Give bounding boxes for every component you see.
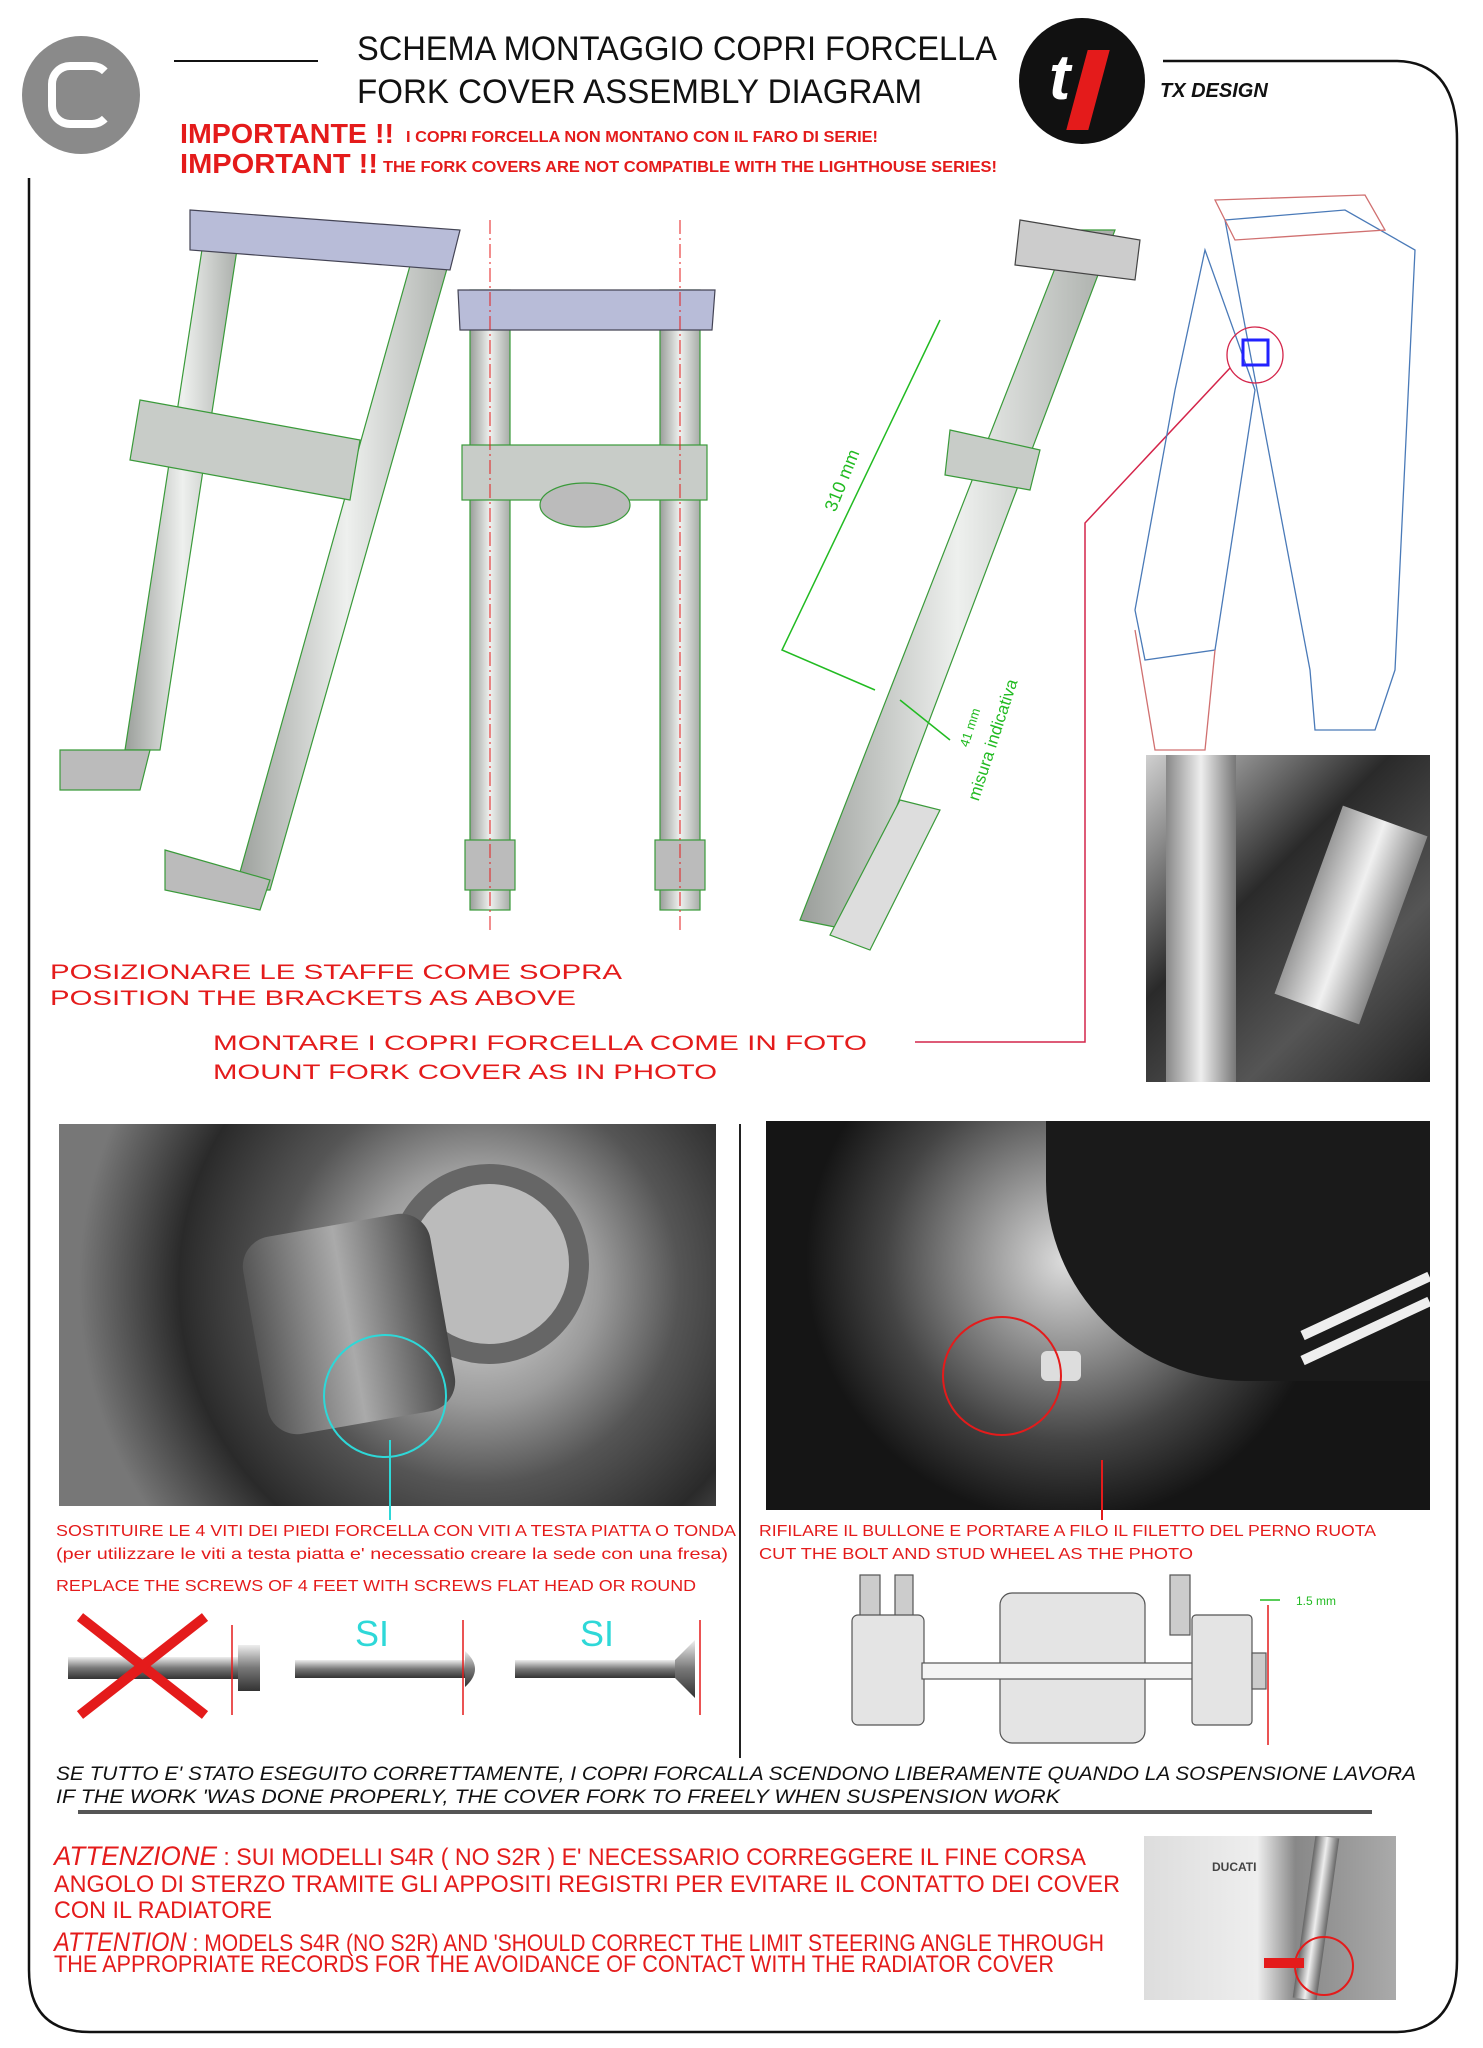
attention-en-line1: ATTENTION : MODELS S4R (NO S2R) AND 'SHO… [54, 1929, 1104, 1956]
screw-ok-label-1: SI [355, 1613, 390, 1654]
position-brackets-en: POSITION THE BRACKETS AS ABOVE [50, 987, 576, 1010]
fork-cover-sketch [1134, 194, 1416, 751]
result-note-en: IF THE WORK 'WAS DONE PROPERLY, THE COVE… [56, 1787, 1060, 1808]
screw-ok-label-2: SI [580, 1613, 615, 1654]
ducati-tank-label: DUCATI [1212, 1860, 1257, 1874]
photo-fork-brackets [1146, 755, 1430, 1082]
brand-logo: t [1019, 18, 1145, 144]
attention-en-label: ATTENTION [54, 1927, 187, 1957]
screws-note-it: (per utilizzare le viti a testa piatta e… [56, 1546, 728, 1563]
important-it-text: I COPRI FORCELLA NON MONTANO CON IL FARO… [406, 129, 878, 146]
important-it-label: IMPORTANTE !! [180, 118, 394, 149]
important-en-label: IMPORTANT !! [180, 148, 378, 179]
photo-fork-foot-screws [59, 1124, 716, 1506]
fork-diagram-front [457, 220, 716, 930]
attention-en-text: : MODELS S4R (NO S2R) AND 'SHOULD CORREC… [186, 1930, 1104, 1957]
screws-instruction-en: REPLACE THE SCREWS OF 4 FEET WITH SCREWS… [56, 1578, 696, 1595]
photo-ducati-steering: DUCATI [1144, 1836, 1396, 2000]
hex-screw-rejected [68, 1613, 260, 1719]
brand-design-text: TX DESIGN [1160, 80, 1268, 102]
attention-it-line2: ANGOLO DI STERZO TRAMITE GLI APPOSITI RE… [54, 1871, 1120, 1898]
title-english: FORK COVER ASSEMBLY DIAGRAM [357, 73, 922, 111]
attention-it-line3: CON IL RADIATORE [54, 1897, 272, 1924]
flat-head-screw [515, 1620, 701, 1715]
title-italian: SCHEMA MONTAGGIO COPRI FORCELLA [357, 30, 997, 68]
screws-instruction-it: SOSTITUIRE LE 4 VITI DEI PIEDI FORCELLA … [56, 1523, 737, 1540]
important-en-text: THE FORK COVERS ARE NOT COMPATIBLE WITH … [383, 159, 997, 176]
attention-it-text: : SUI MODELLI S4R ( NO S2R ) E' NECESSAR… [216, 1844, 1086, 1871]
bolt-instruction-en: CUT THE BOLT AND STUD WHEEL AS THE PHOTO [759, 1546, 1193, 1563]
bolt-instruction-it: RIFILARE IL BULLONE E PORTARE A FILO IL … [759, 1523, 1376, 1540]
fork-diagram-bracket-position [780, 219, 1141, 951]
bolt-measure-label: 1.5 mm [1296, 1594, 1337, 1608]
attention-it-line1: ATTENZIONE : SUI MODELLI S4R ( NO S2R ) … [54, 1843, 1086, 1870]
position-brackets-it: POSIZIONARE LE STAFFE COME SOPRA [50, 961, 622, 984]
attention-it-label: ATTENZIONE [54, 1841, 217, 1871]
photo-wheel-bolt [766, 1121, 1430, 1510]
result-note-it: SE TUTTO E' STATO ESEGUITO CORRETTAMENTE… [56, 1764, 1416, 1785]
mount-cover-en: MOUNT FORK COVER AS IN PHOTO [213, 1061, 717, 1084]
attention-en-line2: THE APPROPRIATE RECORDS FOR THE AVOIDANC… [54, 1951, 1054, 1978]
round-head-screw [295, 1620, 475, 1715]
fork-diagram-perspective [59, 209, 461, 911]
c-logo [22, 36, 140, 154]
screw-comparison [68, 1613, 701, 1719]
wheel-bolt-drawing [851, 1574, 1280, 1745]
mount-cover-it: MONTARE I COPRI FORCELLA COME IN FOTO [213, 1032, 867, 1055]
